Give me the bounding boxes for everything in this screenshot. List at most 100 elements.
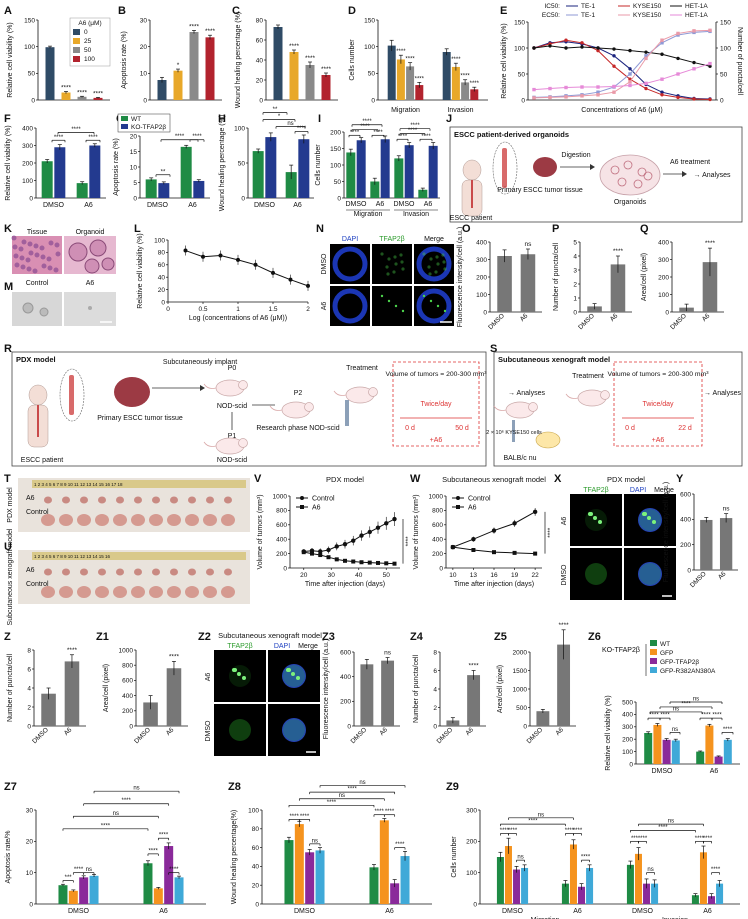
significance-label: **** [408,128,418,134]
fluorescence-image [372,286,412,326]
tfap2b-signal [428,272,432,276]
y-tick-label: 300 [22,143,33,150]
tumor-shape [134,568,142,576]
bar [61,92,71,100]
column-label: DAPI [274,643,290,650]
bar [153,888,163,904]
tfap2b-puncta [287,668,291,672]
data-point [708,97,712,102]
data-point [708,61,712,66]
arrow-head [200,385,205,391]
x-tick-label: 16 [490,572,498,579]
organoid-dish-shape [599,154,661,196]
tumor-shape [224,496,232,504]
tumor-shape [203,514,217,526]
patient-label: ESCC patient [450,215,492,222]
y-tick-label: 0 [129,723,133,730]
data-point [692,60,696,65]
data-point [596,48,600,53]
ruler-label: 1 2 3 4 5 6 7 8 9 10 11 12 13 14 15 16 1… [34,482,123,487]
x-tick-label: 1 [236,306,240,313]
y-axis-label: Number of puncta/cell [413,655,420,724]
bar [696,751,705,764]
data-point [548,44,552,48]
data-point [612,90,616,94]
bar [396,59,405,100]
tfap2b-signal [422,294,426,298]
significance-label: **** [289,43,300,50]
significance-label: ns [312,838,318,844]
y-tick-label: 0 [259,97,263,104]
bar [662,739,671,764]
legend-label: KYSE150 [633,3,662,10]
x-group-label: A6 [424,201,433,208]
y-tick-label: 0 [439,565,443,572]
panel-letter-m: M [4,281,13,293]
bar [561,883,569,904]
legend-swatch [650,640,657,646]
x-tick-label: 0 [166,306,170,313]
arrow-head [682,171,687,177]
y-axis-label: Relative cell viability (%) [7,22,14,97]
data-point [580,94,584,98]
x-tick-label: DMSO [669,312,688,331]
data-point [580,85,584,89]
x-tick-label: A6 [701,312,712,323]
data-point [692,67,696,71]
strain-label: Research phase NOD-scid [256,425,339,432]
tfap2b-signal [585,563,607,585]
series-line [533,30,711,98]
tfap2b-signal [394,262,398,266]
tissue-label: Primary ESCC tumor tissue [497,187,583,194]
row-label: A6 [26,495,35,502]
tfap2b-signal [229,665,251,687]
panel-letter-z7: Z7 [4,781,17,793]
panel-letter-z9: Z9 [446,781,459,793]
y-tick-label: 100 [154,237,165,244]
mouse-tail [269,405,283,411]
panel-letter-z1: Z1 [96,631,109,643]
y-tick-label: 150 [364,17,375,24]
bar [691,895,699,904]
legend-label: GFP-R382AN380A [660,668,716,675]
y-tick-label: 400 [622,712,633,719]
row-label: A6 [561,517,568,526]
data-point [596,90,600,94]
mouse-head [238,438,248,448]
organoid-shape [39,307,49,317]
x-group-label: DMSO [254,202,276,209]
y-tick-label: 0 [687,567,691,574]
significance-label: **** [88,135,98,141]
y-tick-label: 200 [330,129,341,136]
significance-label: **** [93,90,104,97]
bar [428,145,438,198]
tfap2b-signal [394,304,398,308]
data-point [326,547,331,553]
y-tick-label: 100 [248,807,259,814]
y-tick-label: 60 [252,845,260,852]
significance-label: **** [565,828,575,834]
bar [54,147,66,198]
organoid-shape [84,258,100,274]
tfap2b-signal [283,665,305,687]
y-axis-label: Cells number [349,39,356,81]
tfap2b-puncta [598,520,602,524]
tumor-shape [80,568,88,576]
panel-letter-z4: Z4 [410,631,424,643]
organoid-shape [623,160,633,170]
tfap2b-signal [392,270,396,274]
y-tick-label: 2 [573,281,577,288]
legend-label: TE-1 [581,12,595,19]
bar [400,856,410,904]
tfap2b-signal [435,255,439,259]
tumor-shape [206,496,214,504]
bar [497,256,512,312]
panel-letter-d: D [348,5,356,17]
panel-letter-k: K [4,223,12,235]
bar [643,883,651,904]
dapi-nuclei-shape [416,288,452,324]
y-axis-label: Relative cell viability (%) [5,125,12,200]
tumor-shape [77,514,91,526]
tumor-shape [224,568,232,576]
